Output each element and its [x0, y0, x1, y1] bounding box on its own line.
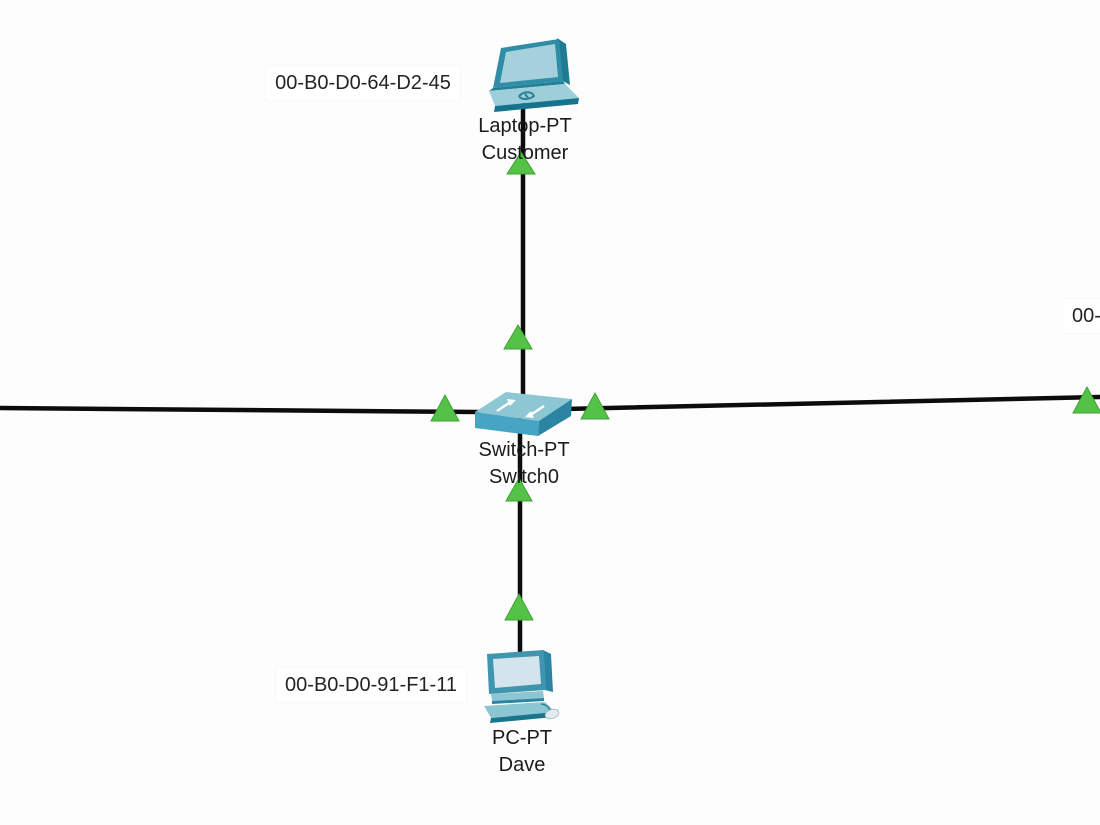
link-up-arrow-icon-laptop-end [506, 151, 536, 175]
switch-model-label: Switch-PT [478, 439, 570, 461]
switch-top-face [475, 392, 572, 421]
link-up-arrow-icon-switch-bottom [505, 476, 533, 502]
laptop-deck-front-edge [494, 98, 579, 112]
pc-base [484, 702, 555, 718]
link-up-arrow-icon-switch-top [503, 324, 533, 350]
laptop-model-label: Laptop-PT [478, 115, 572, 137]
device-icon-switch0[interactable] [475, 392, 572, 436]
laptop-lid-edge [557, 38, 570, 85]
switch-arrow2-head-icon [525, 411, 534, 418]
link-up-arrow-icon-switch-left [430, 393, 460, 422]
switch-side-face [538, 399, 572, 436]
link-up-arrow-icon-pc-end [504, 592, 534, 621]
device-icon-pc-dave[interactable] [484, 650, 560, 723]
switch-arrow2-icon [531, 404, 545, 416]
cable-switch-to-offscreen-left[interactable] [0, 405, 481, 415]
switch-front-face [475, 412, 539, 436]
laptop-name-label: Customer [481, 142, 569, 164]
switch-arrow-head-icon [507, 399, 516, 406]
pc-model-label: PC-PT [492, 727, 552, 749]
switch-label: Switch-PT Switch0 [478, 437, 569, 491]
note-right-edge-partial-mac[interactable]: 00- [1063, 299, 1100, 333]
switch-arrow-icon [496, 401, 510, 413]
pc-screen [493, 656, 541, 688]
pc-mouse-icon [544, 708, 560, 720]
laptop-logo-mark [518, 91, 536, 100]
link-up-arrow-icon-right-edge [1072, 385, 1100, 414]
switch-name-label: Switch0 [488, 466, 560, 488]
note-laptop-mac-address[interactable]: 00-B0-D0-64-D2-45 [266, 66, 460, 100]
pc-monitor-stand-edge [492, 698, 544, 704]
laptop-label: Laptop-PT Customer [478, 113, 571, 167]
pc-monitor-stand [491, 691, 544, 701]
pc-name-label: Dave [498, 754, 546, 776]
note-pc-mac-address[interactable]: 00-B0-D0-91-F1-11 [276, 668, 466, 702]
link-up-arrow-icon-switch-right [580, 391, 610, 420]
pc-label: PC-PT Dave [492, 725, 552, 779]
device-icon-laptop-customer[interactable] [489, 38, 579, 112]
laptop-hinge [489, 81, 565, 91]
laptop-screen [500, 44, 558, 83]
pc-base-front-edge [490, 712, 555, 723]
cable-switch-to-offscreen-right[interactable] [561, 394, 1100, 412]
